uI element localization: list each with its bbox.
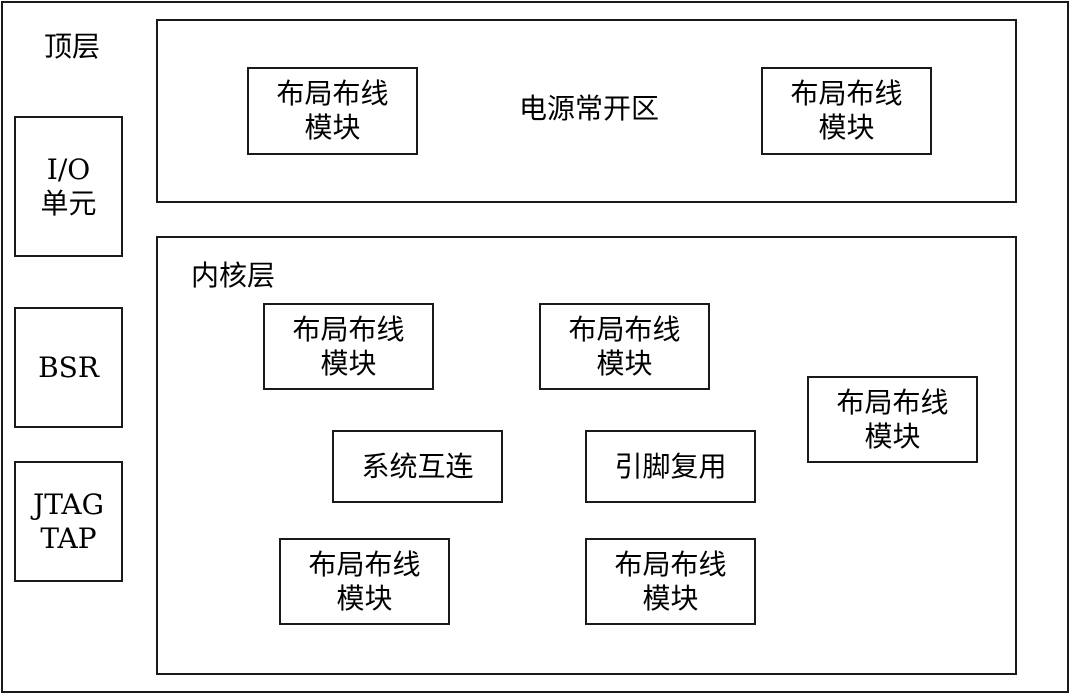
io-unit-line2: 单元 — [40, 186, 97, 220]
pnr-block-line1: 布局布线 — [836, 385, 949, 419]
bsr-label: BSR — [38, 350, 99, 384]
pnr-block-line1: 布局布线 — [614, 547, 727, 581]
pin-mux-label: 引脚复用 — [614, 449, 727, 483]
pnr-block-core-b: 布局布线 模块 — [539, 303, 710, 390]
pnr-block-core-e: 布局布线 模块 — [585, 538, 756, 625]
jtag-tap-box: JTAG TAP — [14, 461, 123, 582]
pnr-block-line1: 布局布线 — [292, 312, 405, 346]
bsr-box: BSR — [14, 307, 123, 428]
system-interconnect-box: 系统互连 — [332, 430, 503, 503]
pnr-block-line1: 布局布线 — [276, 77, 389, 110]
io-unit-line1: I/O — [46, 152, 91, 186]
pnr-block-line2: 模块 — [818, 111, 875, 144]
top-layer-title: 顶层 — [44, 30, 101, 63]
pnr-block-line2: 模块 — [642, 581, 699, 615]
pnr-block-line1: 布局布线 — [790, 77, 903, 110]
pnr-block-line1: 布局布线 — [308, 547, 421, 581]
pnr-block-line1: 布局布线 — [568, 312, 681, 346]
core-layer-title: 内核层 — [191, 259, 276, 292]
pnr-block-core-d: 布局布线 模块 — [279, 538, 450, 625]
jtag-line1: JTAG — [33, 487, 104, 521]
pnr-block-line2: 模块 — [596, 346, 653, 380]
pnr-block-line2: 模块 — [320, 346, 377, 380]
pnr-block-core-a: 布局布线 模块 — [263, 303, 434, 390]
jtag-line2: TAP — [40, 521, 97, 555]
pnr-block-line2: 模块 — [304, 111, 361, 144]
always-on-title: 电源常开区 — [519, 92, 660, 125]
system-interconnect-label: 系统互连 — [361, 449, 474, 483]
io-unit-box: I/O 单元 — [14, 116, 123, 257]
pnr-block-line2: 模块 — [864, 419, 921, 453]
pnr-block-always-on-right: 布局布线 模块 — [761, 67, 932, 155]
pnr-block-core-c: 布局布线 模块 — [807, 376, 978, 463]
pnr-block-line2: 模块 — [336, 581, 393, 615]
pnr-block-always-on-left: 布局布线 模块 — [247, 67, 418, 155]
pin-mux-box: 引脚复用 — [585, 430, 756, 503]
